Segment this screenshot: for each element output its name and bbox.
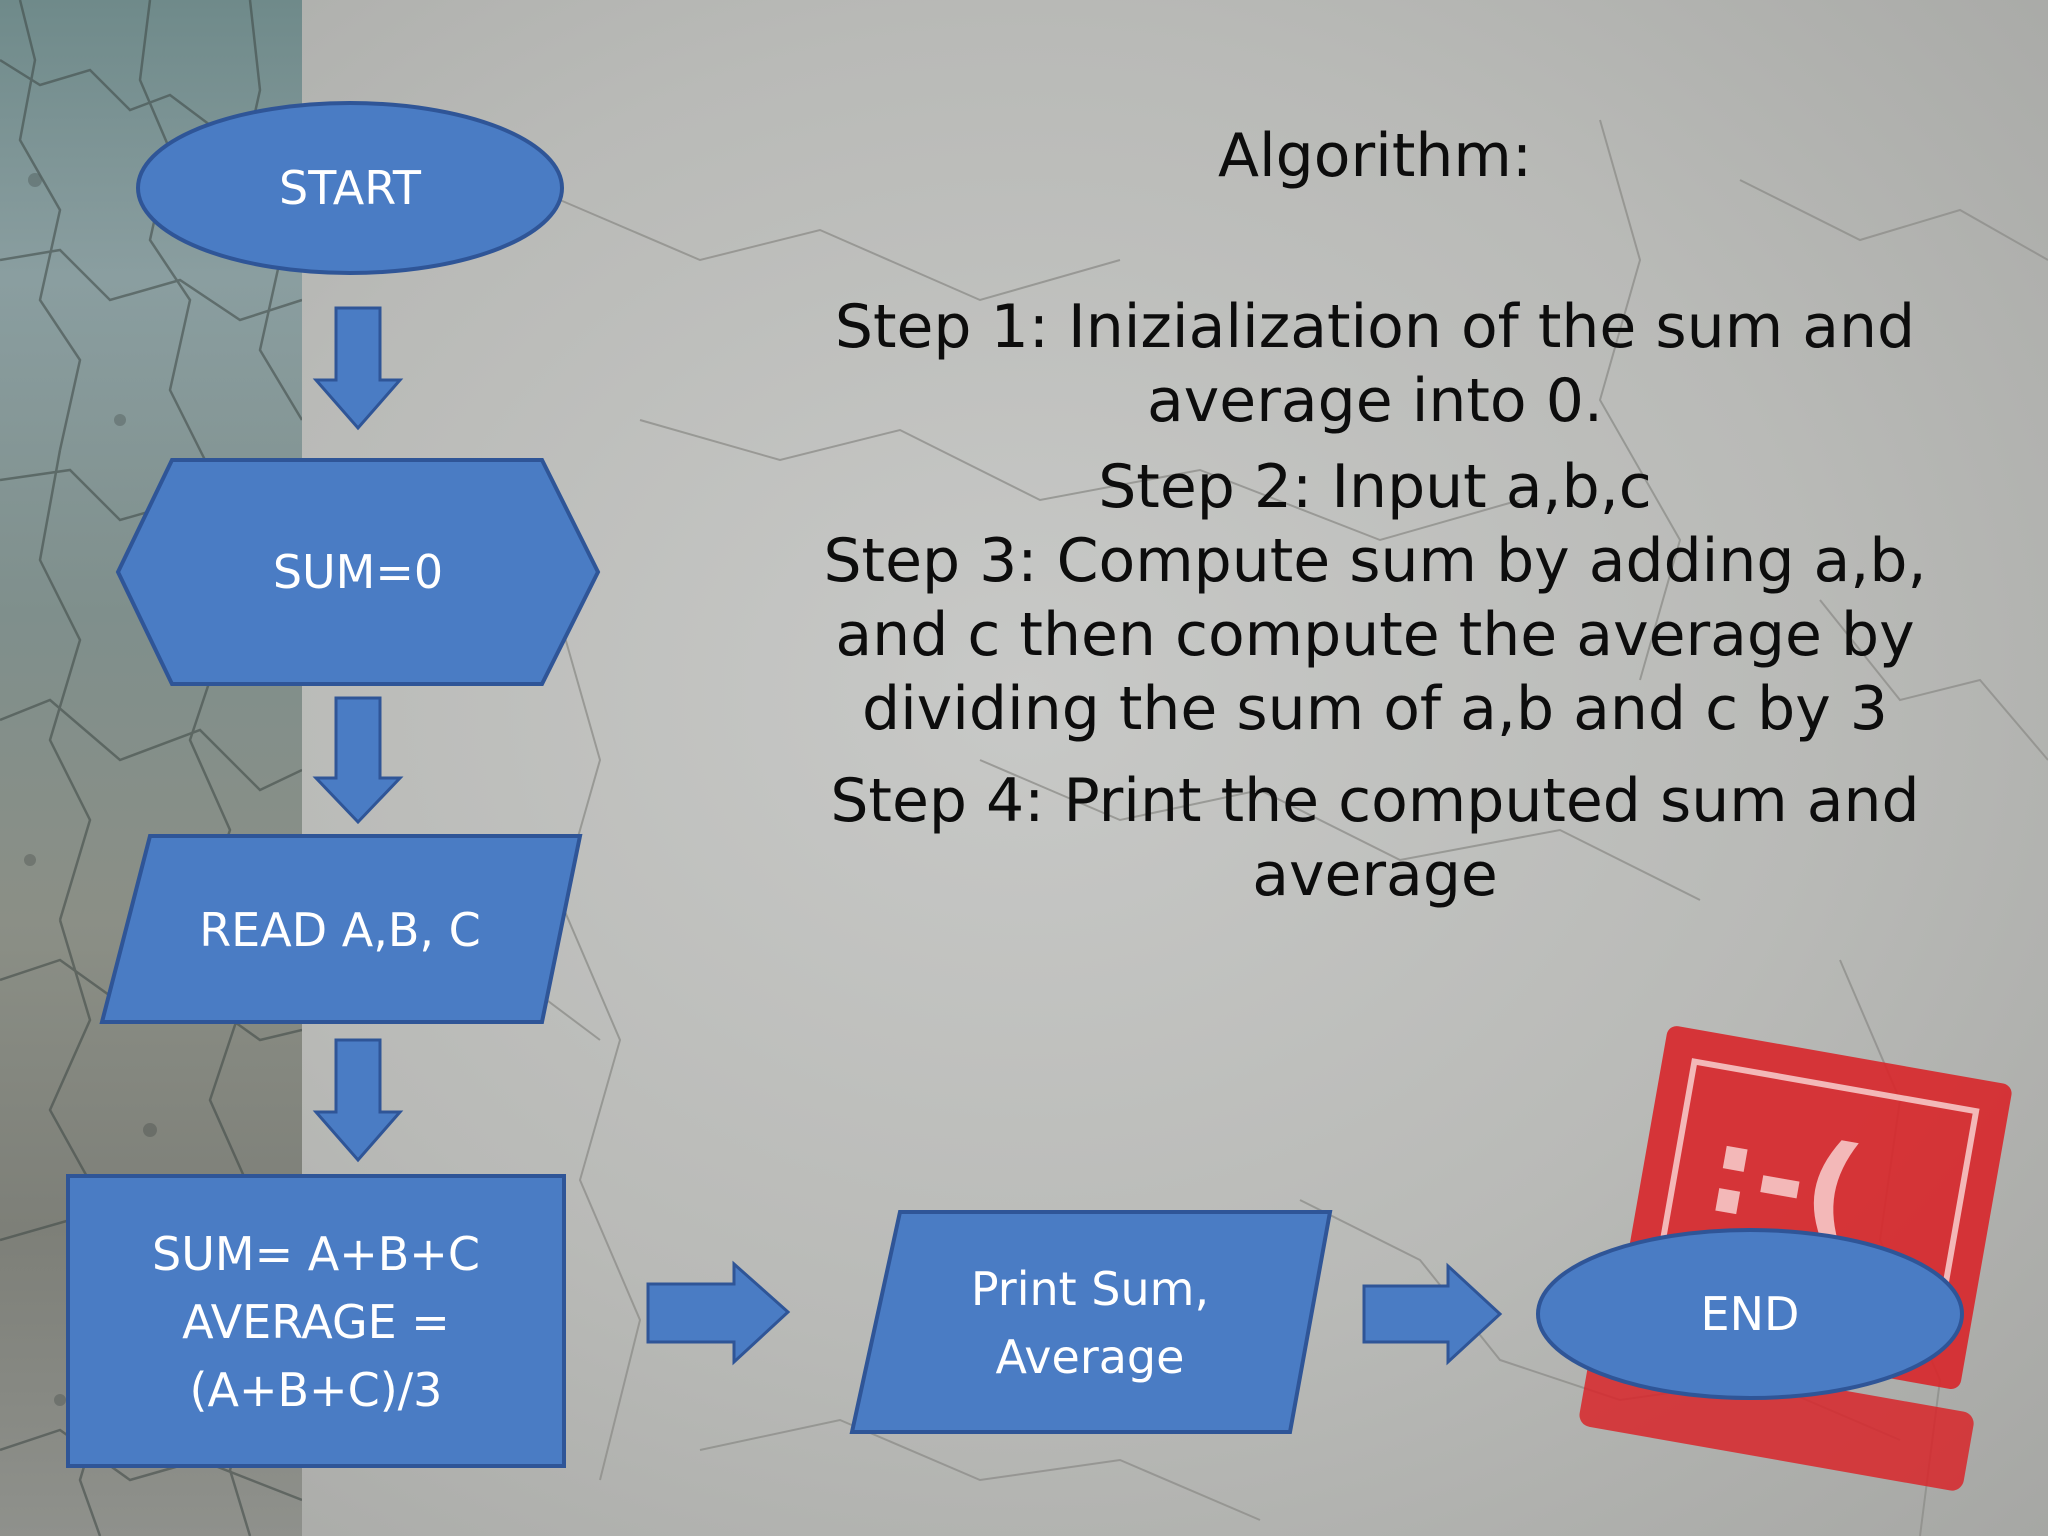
end-label: END [1540, 1276, 1960, 1352]
algorithm-step-3: Step 3: Compute sum by adding a,b, and c… [790, 524, 1960, 746]
algorithm-title: Algorithm: [790, 118, 1960, 194]
init-label: SUM=0 [118, 534, 598, 610]
algorithm-step-4: Step 4: Print the computed sum and avera… [790, 764, 1960, 912]
algorithm-step-2: Step 2: Input a,b,c [790, 450, 1960, 524]
arrow-down-1 [316, 308, 400, 428]
arrow-down-2 [316, 698, 400, 822]
output-label: Print Sum, Average [860, 1254, 1320, 1392]
algorithm-step-1: Step 1: Inizialization of the sum and av… [790, 290, 1960, 438]
arrow-down-3 [316, 1040, 400, 1160]
start-label: START [140, 150, 560, 226]
arrow-right-2 [1364, 1266, 1500, 1362]
input-label: READ A,B, C [110, 892, 570, 968]
arrow-right-1 [648, 1264, 788, 1362]
process-label: SUM= A+B+C AVERAGE = (A+B+C)/3 [68, 1220, 564, 1424]
algorithm-text: Algorithm: Step 1: Inizialization of the… [790, 118, 1960, 912]
